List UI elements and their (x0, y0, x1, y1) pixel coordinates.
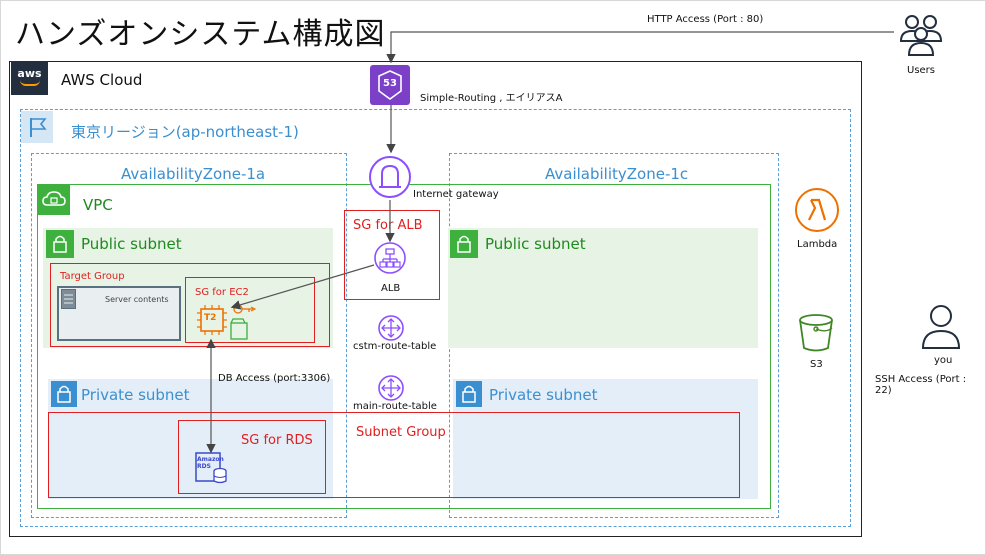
ssh-access-label: SSH Access (Port : 22) (875, 374, 967, 396)
sg-alb-label: SG for ALB (353, 218, 423, 233)
internet-gateway-label: Internet gateway (413, 189, 499, 200)
target-group-label: Target Group (60, 271, 125, 282)
you-user-icon (916, 303, 966, 351)
public-subnet-lock-icon (450, 230, 478, 258)
lambda-label: Lambda (797, 239, 838, 250)
db-access-label: DB Access (port:3306) (218, 373, 331, 384)
vpc-cloud-icon (38, 185, 70, 215)
private-subnet-lock-icon (456, 381, 482, 407)
rds-icon-line2: RDS (197, 463, 211, 470)
public-subnet-1c (448, 228, 758, 348)
http-access-connector (386, 31, 894, 64)
az-1a-label: AvailabilityZone-1a (121, 165, 266, 183)
ec2-key-storage-icon (227, 301, 259, 341)
region-label: 東京リージョン(ap-northeast-1) (71, 123, 299, 141)
http-access-label: HTTP Access (Port : 80) (647, 14, 764, 25)
custom-route-table-icon (377, 314, 405, 342)
public-subnet-lock-icon (46, 230, 74, 258)
sg-rds-label: SG for RDS (241, 433, 313, 448)
ec2-instance-icon (195, 303, 229, 337)
private-subnet-lock-icon (51, 381, 77, 407)
page-title: ハンズオンシステム構成図 (15, 17, 386, 52)
main-route-table-icon (377, 374, 405, 402)
vpc-label: VPC (83, 196, 113, 214)
s3-label: S3 (810, 359, 823, 370)
region-flag-icon (21, 111, 53, 143)
rds-icon-text: Amazon RDS (197, 456, 224, 470)
server-contents-label: Server contents (105, 295, 169, 304)
s3-bucket-icon (794, 311, 838, 355)
route53-icon (370, 65, 410, 105)
aws-cloud-label: AWS Cloud (61, 71, 143, 89)
region-boundary (20, 109, 851, 527)
public-subnet-1c-label: Public subnet (485, 235, 586, 253)
you-label: you (934, 355, 953, 366)
internet-gateway-icon (367, 154, 413, 200)
private-subnet-1a (48, 379, 333, 499)
route53-label: Simple-Routing , エイリアスA (420, 93, 563, 104)
subnet-group-box (48, 412, 740, 498)
sg-ec2-label: SG for EC2 (195, 287, 249, 298)
private-subnet-1c-label: Private subnet (489, 386, 598, 404)
target-group-box (50, 263, 330, 347)
private-subnet-1a-label: Private subnet (81, 386, 190, 404)
sg-ec2-box (185, 277, 315, 343)
server-contents-box (57, 286, 181, 341)
aws-logo-icon: aws (11, 61, 48, 95)
private-subnet-1c (453, 379, 758, 499)
aws-cloud-boundary (9, 61, 862, 537)
alb-label: ALB (381, 283, 401, 294)
alb-icon (373, 241, 407, 275)
alb-to-ec2-connector (230, 264, 375, 310)
sg-alb-box (344, 210, 440, 300)
aws-logo-text: aws (17, 67, 42, 80)
aws-logo-smile (19, 80, 40, 86)
ec2-instance-type: T2 (204, 313, 217, 323)
custom-route-table-label: cstm-route-table (353, 341, 437, 352)
subnet-group-label: Subnet Group (356, 425, 446, 440)
lambda-icon (794, 187, 840, 233)
main-route-table-label: main-route-table (353, 401, 437, 412)
sg-rds-box (178, 420, 326, 494)
users-icon (896, 11, 946, 59)
public-subnet-1a-label: Public subnet (81, 235, 182, 253)
server-icon (61, 289, 76, 309)
route53-icon-text: 53 (383, 78, 397, 89)
users-label: Users (907, 65, 936, 76)
rds-icon-line1: Amazon (197, 456, 224, 463)
availability-zone-1a (31, 153, 347, 518)
az-1c-label: AvailabilityZone-1c (545, 165, 689, 183)
